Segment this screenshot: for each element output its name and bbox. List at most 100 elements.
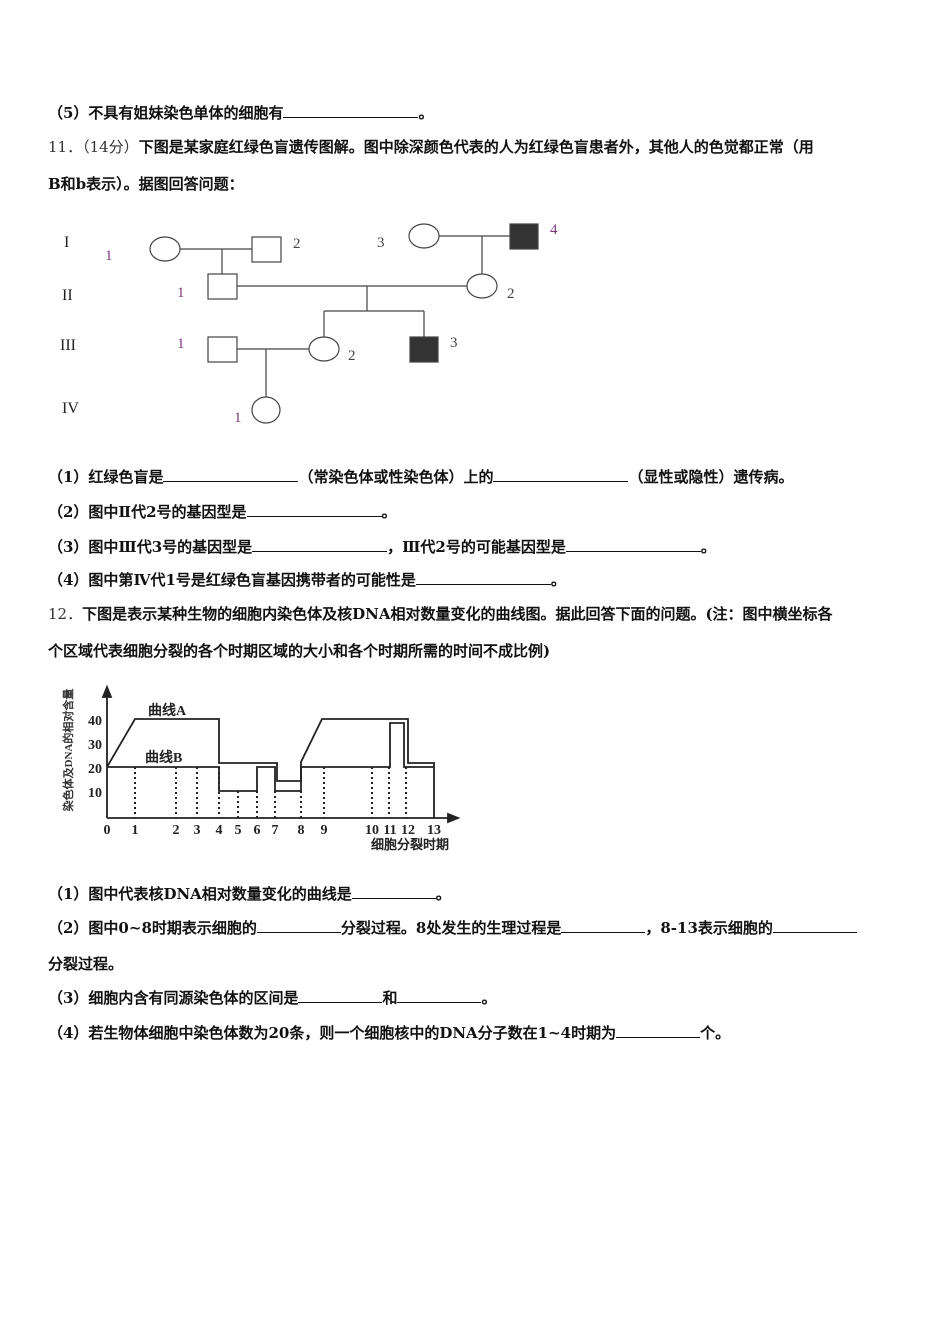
question-text: （常染色体或性染色体）上的 <box>298 468 494 486</box>
generation-label: I <box>64 234 69 251</box>
question-text: （显性或隐性）遗传病。 <box>628 468 794 486</box>
q11-stem-line2: B和b表示）。据图回答问题： <box>48 175 244 193</box>
answer-blank[interactable] <box>616 1022 701 1038</box>
svg-text:8: 8 <box>298 823 305 838</box>
svg-text:11: 11 <box>383 823 396 838</box>
question-text: 分裂过程。8处发生的生理过程是 <box>340 919 562 937</box>
svg-text:1: 1 <box>234 410 242 426</box>
svg-text:30: 30 <box>88 738 102 753</box>
answer-blank[interactable] <box>565 536 701 552</box>
svg-text:20: 20 <box>88 762 102 777</box>
answer-blank[interactable] <box>256 917 341 933</box>
question-text: 和 <box>382 989 398 1007</box>
female-symbol <box>466 273 498 299</box>
x-tick-labels: 0 1 2 3 4 5 6 7 8 9 10 11 12 13 <box>104 823 442 838</box>
y-tick-labels: 40 30 20 10 <box>88 714 102 801</box>
question-text: 。 <box>481 989 497 1007</box>
question-text: （5）不具有姐妹染色单体的细胞有 <box>48 104 284 122</box>
answer-blank[interactable] <box>493 466 629 482</box>
female-symbol <box>251 396 281 424</box>
question-number: 11． <box>48 138 83 156</box>
curve-b-label: 曲线B <box>145 749 182 766</box>
svg-text:4: 4 <box>216 823 223 838</box>
question-text: （4）图中第Ⅳ代1号是红绿色盲基因携带者的可能性是 <box>48 571 416 589</box>
svg-text:13: 13 <box>427 823 441 838</box>
answer-blank[interactable] <box>351 883 436 899</box>
curve-a-label: 曲线A <box>148 702 187 719</box>
question-stem: 下图是表示某种生物的细胞内染色体及核DNA相对数量变化的曲线图。据此回答下面的问… <box>82 605 833 623</box>
svg-text:1: 1 <box>132 823 139 838</box>
answer-blank[interactable] <box>163 466 299 482</box>
x-axis-label: 细胞分裂时期 <box>371 837 449 852</box>
svg-text:7: 7 <box>272 823 279 838</box>
svg-text:3: 3 <box>194 823 201 838</box>
answer-blank[interactable] <box>561 917 646 933</box>
curve-a <box>106 718 435 818</box>
svg-text:1: 1 <box>177 336 185 352</box>
dna-chromosome-chart: 染色体及DNA的相对含量 40 30 20 10 曲线A 曲线B 0 1 2 <box>61 684 461 852</box>
female-symbol <box>149 236 181 262</box>
svg-text:12: 12 <box>401 823 415 838</box>
question-text: 。 <box>550 571 566 589</box>
answer-blank[interactable] <box>283 102 419 118</box>
answer-blank[interactable] <box>298 987 383 1003</box>
answer-blank[interactable] <box>246 501 382 517</box>
prev-question-item-5: （5）不具有姐妹染色单体的细胞有。 <box>48 102 433 123</box>
svg-text:4: 4 <box>550 222 558 238</box>
female-symbol <box>408 223 440 249</box>
svg-text:1: 1 <box>177 285 185 301</box>
question-text: 。 <box>700 538 716 556</box>
q11-sub-2: （2）图中Ⅱ代2号的基因型是 。 <box>48 501 397 522</box>
q11-sub-4: （4）图中第Ⅳ代1号是红绿色盲基因携带者的可能性是 。 <box>48 569 566 590</box>
question-text: 个。 <box>700 1024 731 1042</box>
q12-sub-4: （4）若生物体细胞中染色体数为20条，则一个细胞核中的DNA分子数在1~4时期为… <box>48 1022 730 1043</box>
affected-male-symbol <box>509 223 539 250</box>
male-symbol <box>207 336 238 363</box>
svg-text:10: 10 <box>365 823 379 838</box>
question-text: （2）图中0~8时期表示细胞的 <box>48 919 257 937</box>
y-axis-arrow-icon <box>101 684 113 698</box>
generation-label: IV <box>62 400 79 417</box>
x-axis-arrow-icon <box>447 812 461 824</box>
svg-text:9: 9 <box>321 823 328 838</box>
svg-text:0: 0 <box>104 823 111 838</box>
svg-text:2: 2 <box>507 286 515 302</box>
svg-text:2: 2 <box>348 348 356 364</box>
question-score: （14分） <box>82 138 139 156</box>
y-axis-label: 染色体及DNA的相对含量 <box>61 689 75 812</box>
answer-blank[interactable] <box>415 569 551 585</box>
question-text: （1）红绿色盲是 <box>48 468 164 486</box>
svg-text:1: 1 <box>105 248 113 264</box>
answer-blank[interactable] <box>772 917 857 933</box>
q12-stem-line1: 12．下图是表示某种生物的细胞内染色体及核DNA相对数量变化的曲线图。据此回答下… <box>48 604 833 624</box>
svg-text:2: 2 <box>293 236 301 252</box>
question-text: ，8-13表示细胞的 <box>645 919 773 937</box>
question-number: 12． <box>48 605 83 623</box>
svg-text:40: 40 <box>88 714 102 729</box>
svg-text:5: 5 <box>235 823 242 838</box>
question-text: （3）细胞内含有同源染色体的区间是 <box>48 989 299 1007</box>
q12-stem-line2: 个区域代表细胞分裂的各个时期区域的大小和各个时期所需的时间不成比例) <box>48 642 551 660</box>
question-text: 。 <box>381 503 397 521</box>
question-text: （3）图中Ⅲ代3号的基因型是 <box>48 538 253 556</box>
pedigree-diagram: I II III IV 1 2 3 4 1 2 1 2 3 1 <box>60 222 558 426</box>
generation-label: III <box>60 337 76 354</box>
svg-text:3: 3 <box>450 335 458 351</box>
q12-sub-3: （3）细胞内含有同源染色体的区间是 和 。 <box>48 987 496 1008</box>
q11-stem-line1: 11．（14分）下图是某家庭红绿色盲遗传图解。图中除深颜色代表的人为红绿色盲患者… <box>48 137 814 157</box>
answer-blank[interactable] <box>397 987 482 1003</box>
affected-male-symbol <box>409 336 439 363</box>
generation-label: II <box>62 287 73 304</box>
male-symbol <box>251 236 282 263</box>
question-text: 。 <box>435 885 451 903</box>
svg-text:2: 2 <box>173 823 180 838</box>
question-stem: 下图是某家庭红绿色盲遗传图解。图中除深颜色代表的人为红绿色盲患者外，其他人的色觉… <box>138 138 814 156</box>
q12-sub-2: （2）图中0~8时期表示细胞的 分裂过程。8处发生的生理过程是 ，8-13表示细胞的 <box>48 917 857 938</box>
question-text: （2）图中Ⅱ代2号的基因型是 <box>48 503 247 521</box>
answer-blank[interactable] <box>252 536 388 552</box>
question-text: ，Ⅲ代2号的可能基因型是 <box>387 538 566 556</box>
curve-b <box>107 722 434 792</box>
q12-sub-1: （1）图中代表核DNA相对数量变化的曲线是。 <box>48 883 451 904</box>
q12-sub-2-cont: 分裂过程。 <box>48 955 124 973</box>
female-symbol <box>308 336 340 362</box>
